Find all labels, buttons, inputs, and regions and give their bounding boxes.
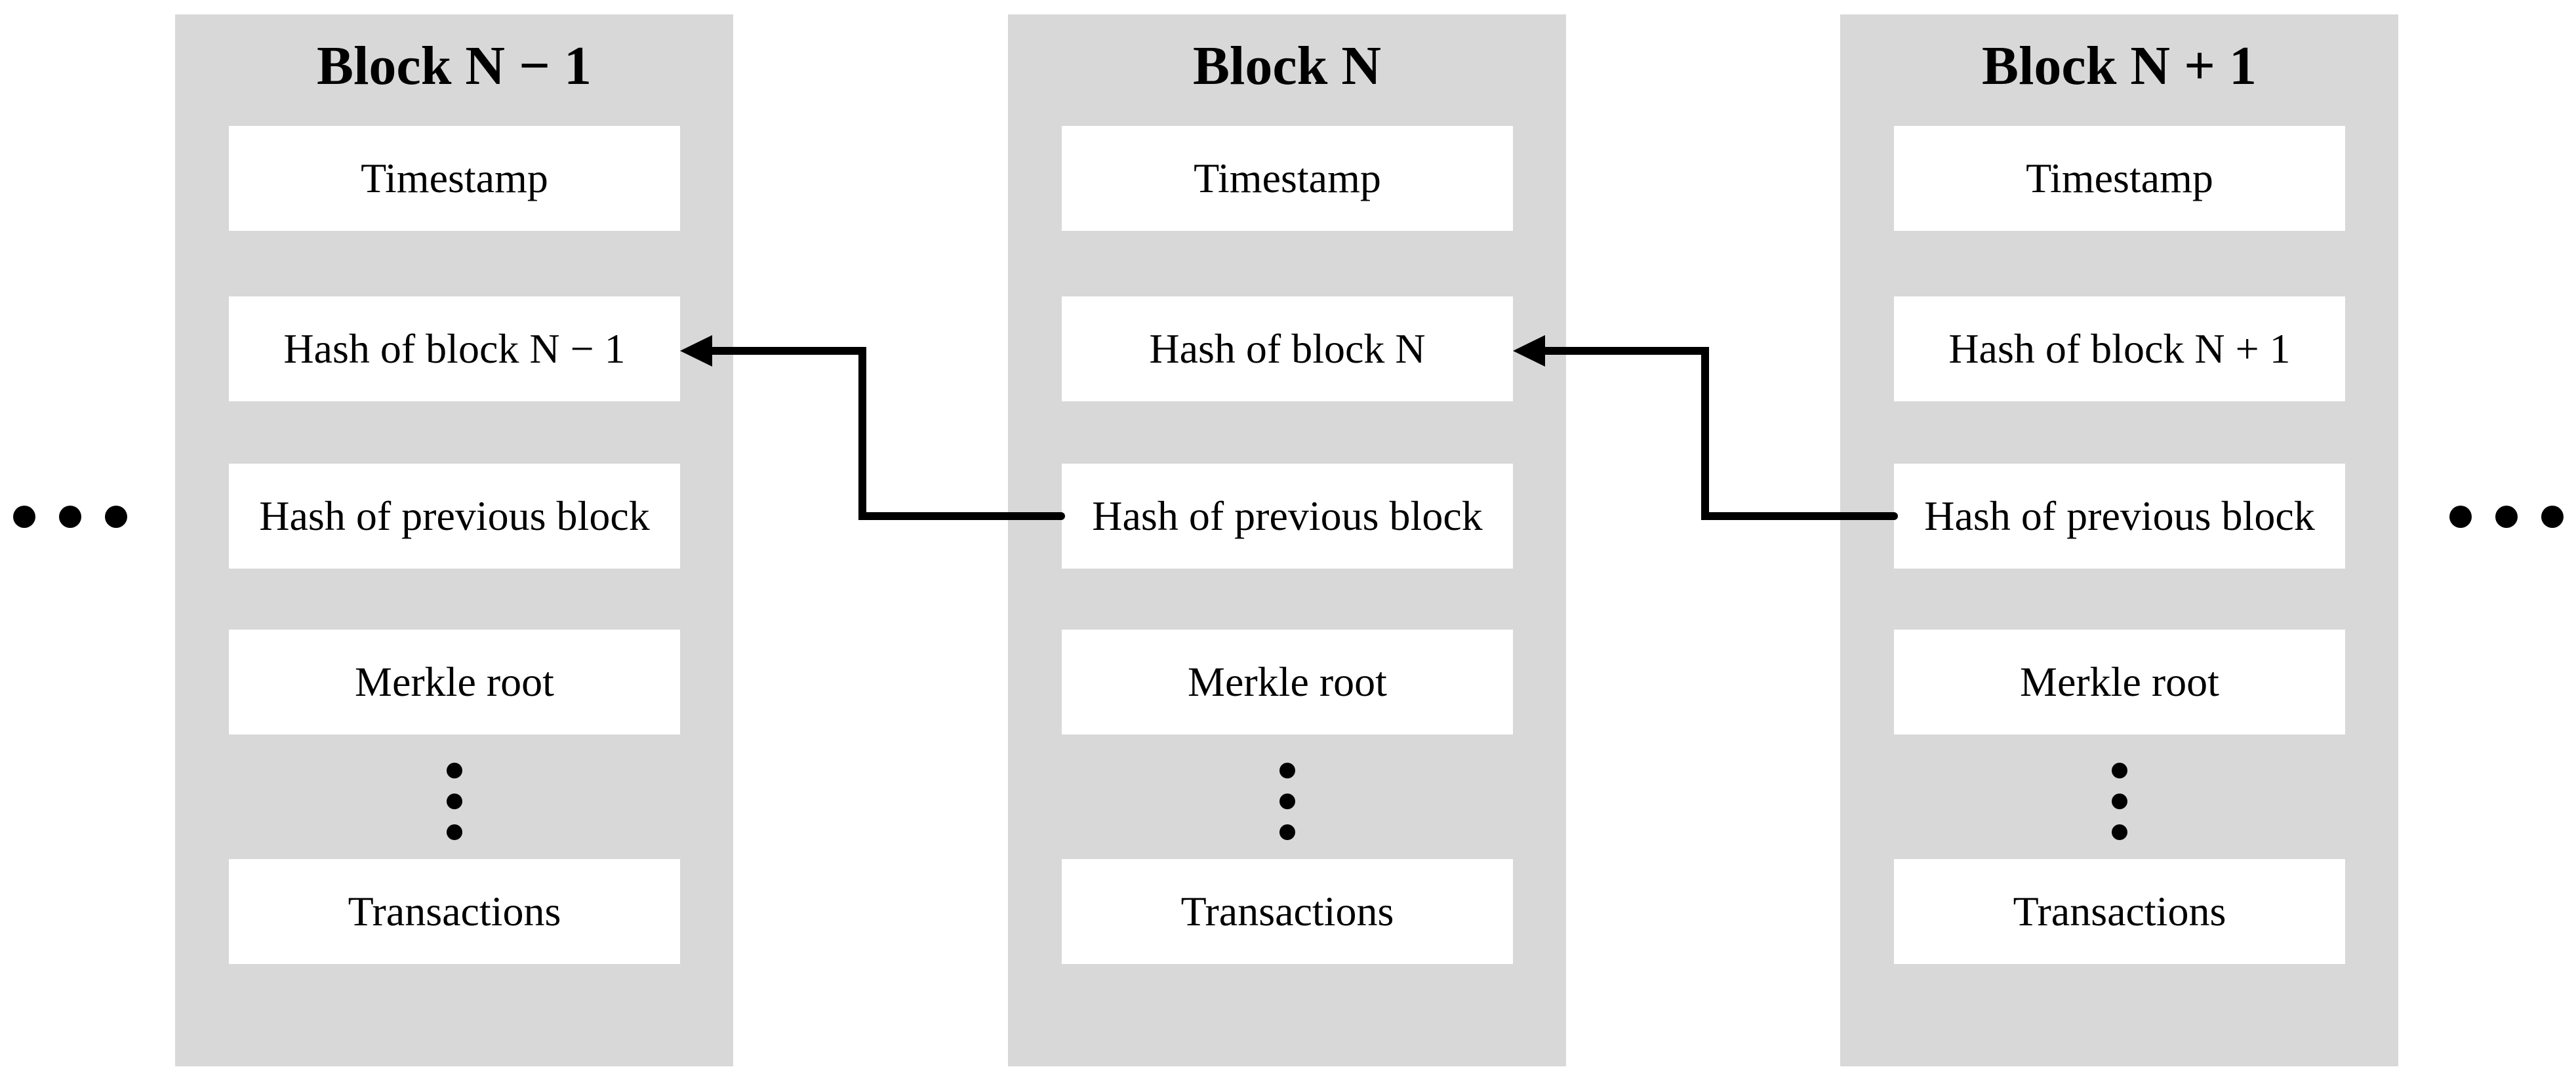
field-timestamp: Timestamp — [1062, 126, 1513, 231]
field-transactions: Transactions — [1894, 859, 2345, 964]
ellipsis-dot — [2112, 794, 2127, 809]
field-hash-of-block: Hash of block N — [1062, 296, 1513, 401]
ellipsis-dot — [1279, 794, 1295, 809]
ellipsis-dot — [447, 794, 462, 809]
vertical-ellipsis-icon — [2112, 763, 2127, 840]
vertical-ellipsis-icon — [1279, 763, 1295, 840]
ellipsis-dot — [1279, 763, 1295, 778]
ellipsis-dot — [59, 506, 81, 528]
field-hash-of-block: Hash of block N + 1 — [1894, 296, 2345, 401]
chain-continues-right-icon — [2449, 506, 2564, 528]
field-hash-of-previous-block: Hash of previous block — [229, 464, 680, 569]
hash-link-arrow-n-to-n-minus-1 — [680, 335, 1065, 520]
block-title: Block N — [1192, 35, 1382, 96]
field-hash-of-previous-block: Hash of previous block — [1062, 464, 1513, 569]
field-merkle-root: Merkle root — [1894, 630, 2345, 734]
ellipsis-dot — [1279, 824, 1295, 840]
block-title: Block N − 1 — [317, 35, 592, 96]
block-n-plus-1: Block N + 1 Timestamp Hash of block N + … — [1840, 14, 2398, 1066]
field-hash-of-block: Hash of block N − 1 — [229, 296, 680, 401]
ellipsis-dot — [13, 506, 35, 528]
field-transactions: Transactions — [1062, 859, 1513, 964]
field-transactions: Transactions — [229, 859, 680, 964]
ellipsis-dot — [447, 763, 462, 778]
block-n-minus-1: Block N − 1 Timestamp Hash of block N − … — [175, 14, 733, 1066]
ellipsis-dot — [2112, 824, 2127, 840]
ellipsis-dot — [2449, 506, 2472, 528]
block-n: Block N Timestamp Hash of block N Hash o… — [1008, 14, 1566, 1066]
field-hash-of-previous-block: Hash of previous block — [1894, 464, 2345, 569]
field-timestamp: Timestamp — [229, 126, 680, 231]
vertical-ellipsis-icon — [447, 763, 462, 840]
ellipsis-dot — [2112, 763, 2127, 778]
ellipsis-dot — [447, 824, 462, 840]
field-merkle-root: Merkle root — [229, 630, 680, 734]
block-title: Block N + 1 — [1982, 35, 2257, 96]
ellipsis-dot — [2541, 506, 2564, 528]
chain-continues-left-icon — [13, 506, 127, 528]
ellipsis-dot — [105, 506, 127, 528]
ellipsis-dot — [2495, 506, 2518, 528]
field-timestamp: Timestamp — [1894, 126, 2345, 231]
hash-link-arrow-n-plus-1-to-n — [1513, 335, 1898, 520]
field-merkle-root: Merkle root — [1062, 630, 1513, 734]
